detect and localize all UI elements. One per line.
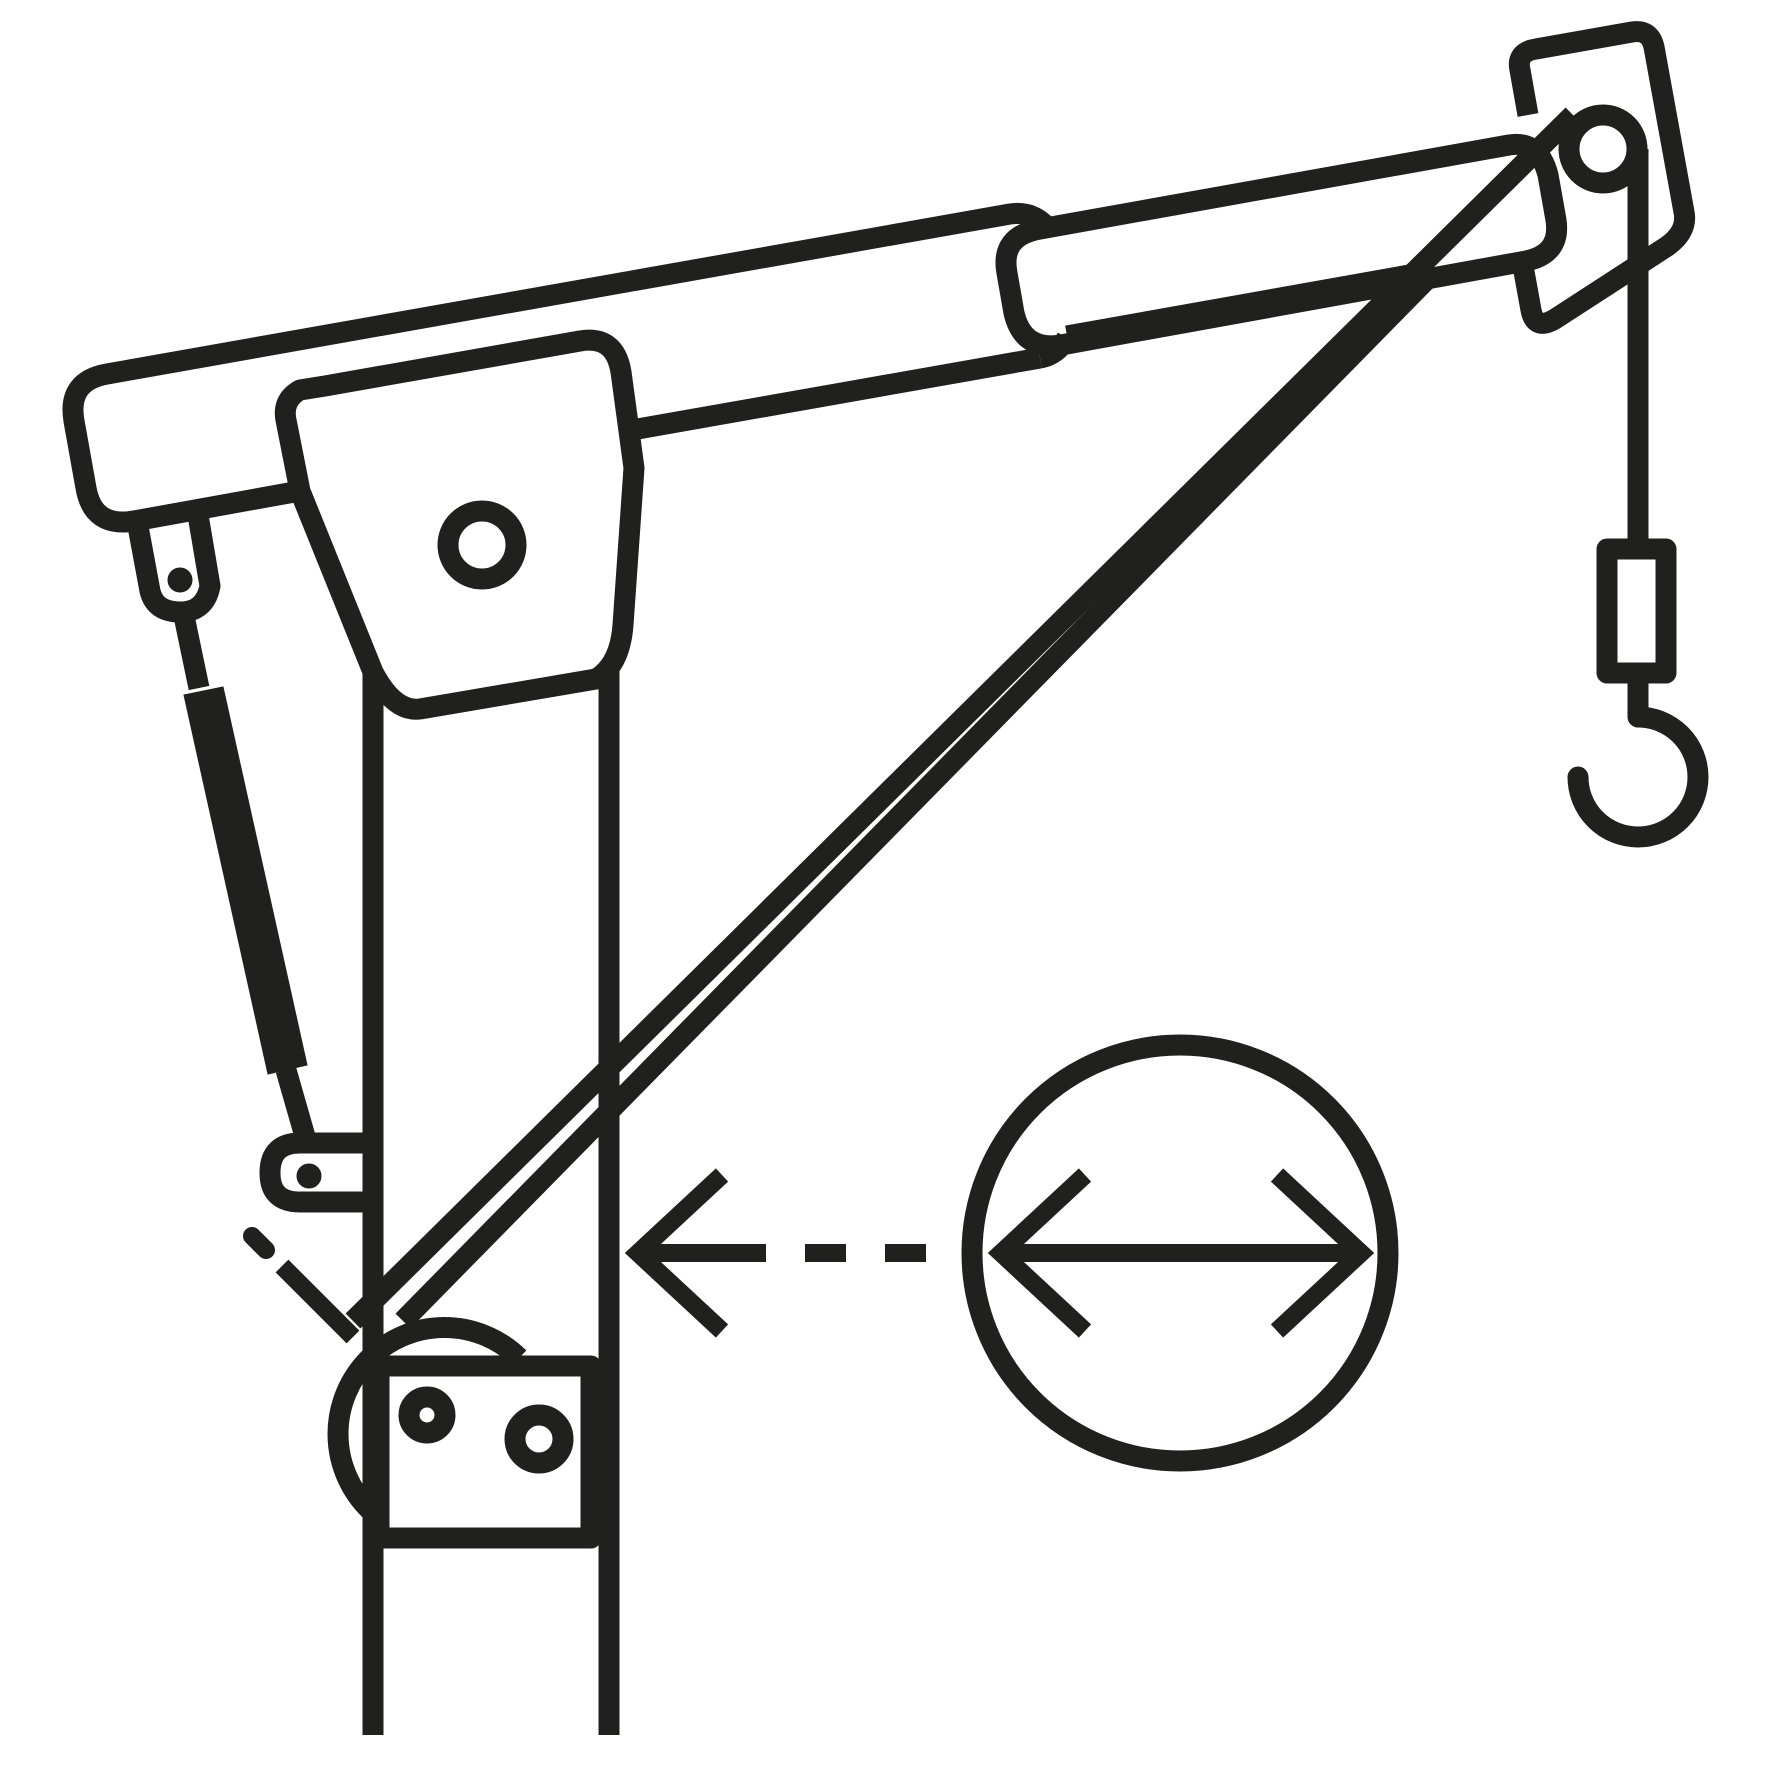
- hoist: [1567, 149, 1709, 848]
- main-boom: [62, 203, 1052, 533]
- mount-pin: [296, 1163, 322, 1189]
- extension-boom-lower-edge: [1065, 261, 1428, 347]
- slewing-head: [274, 329, 645, 720]
- callout-circle: [961, 1034, 1399, 1472]
- hook-icon: [1567, 706, 1709, 848]
- cylinder-body: [183, 686, 308, 1075]
- arrow-left-icon: [624, 1168, 926, 1338]
- extension-boom: [995, 133, 1568, 357]
- boom-pivot: [437, 500, 527, 590]
- slewing-base: [327, 1317, 613, 1549]
- jib-pulley: [1558, 104, 1648, 194]
- hydraulic-cylinder: [126, 513, 373, 1213]
- turntable-ring: [327, 1317, 527, 1518]
- jib-head: [1508, 21, 1696, 334]
- base-bolt-large: [504, 1404, 574, 1474]
- rotation-indicator: [243, 1227, 360, 1344]
- base-bolt-small: [398, 1386, 456, 1444]
- crane-mast: [362, 667, 620, 1735]
- crane-drawing: [62, 21, 1709, 1735]
- double-arrow-icon: [987, 1168, 1375, 1338]
- tie-rod: [345, 107, 1581, 1329]
- main-boom-lower-edge: [630, 347, 1042, 441]
- horizontal-movement-callout: [961, 1034, 1399, 1472]
- base-plate: [368, 1355, 602, 1549]
- hook-block: [1596, 538, 1677, 684]
- clevis-pin: [167, 567, 193, 593]
- cylinder-top-clevis: [126, 513, 221, 623]
- cylinder-bottom-mount: [259, 1132, 373, 1213]
